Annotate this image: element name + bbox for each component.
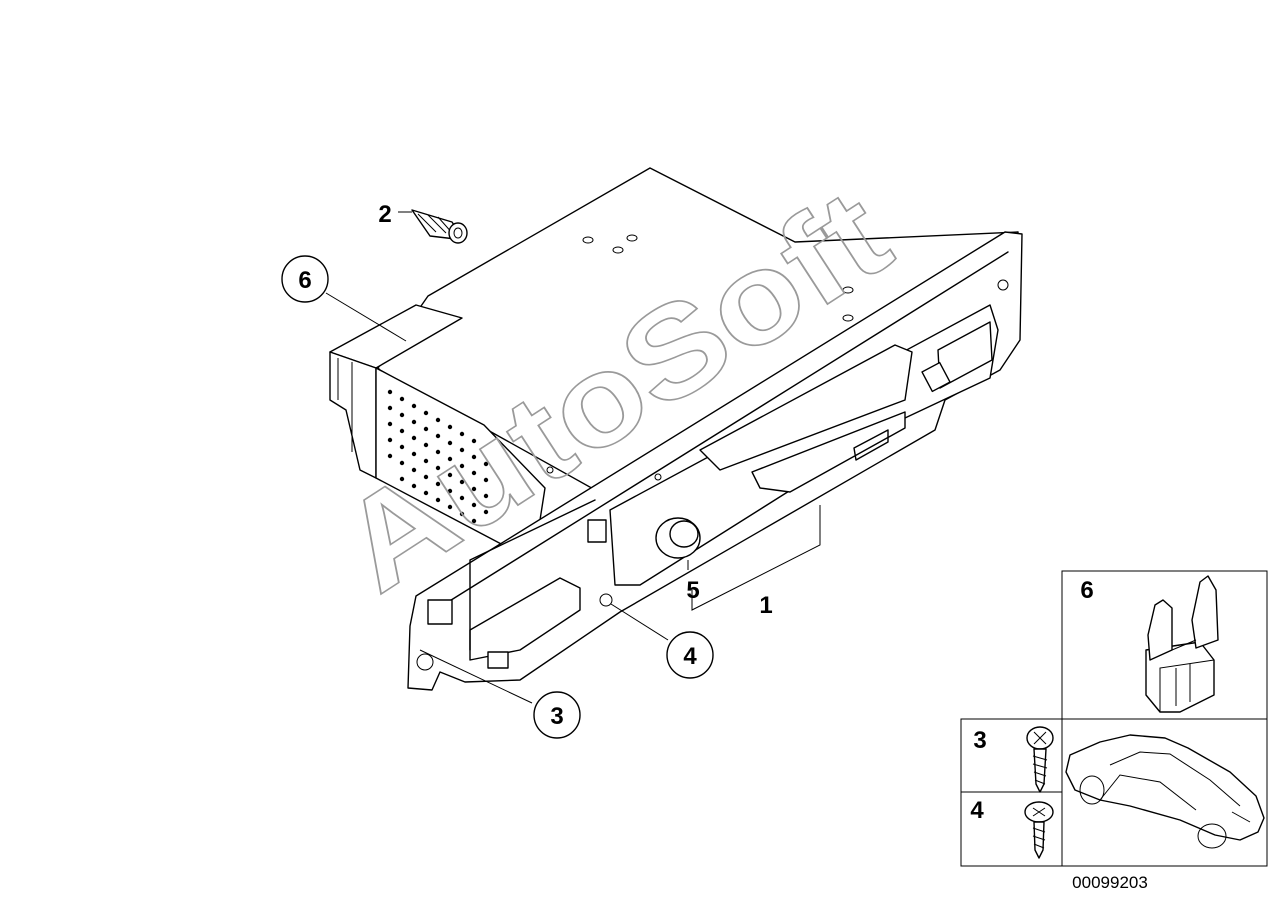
inset-panel: 6 3 4 [960, 570, 1268, 867]
callout-4: 4 [666, 631, 714, 679]
vent-holes [387, 389, 489, 524]
callout-5: 5 [686, 577, 699, 604]
callout-1: 1 [759, 592, 772, 619]
knob-cap-part-2-drawing [411, 209, 468, 244]
callout-2: 2 [378, 201, 391, 228]
screw-3-drawing [1026, 726, 1054, 793]
radio-unit-drawing [329, 167, 1023, 691]
callout-6-label: 6 [298, 267, 311, 294]
callout-1-label: 1 [759, 592, 772, 619]
screw-4-drawing [1024, 801, 1054, 859]
callout-5-label: 5 [686, 577, 699, 604]
fuse-drawing [1145, 575, 1219, 713]
leader-lines [325, 211, 821, 704]
callout-2-label: 2 [378, 201, 391, 228]
knob-5-drawing [655, 517, 701, 559]
car-drawing [1065, 734, 1265, 849]
inset-screw-4-label: 4 [970, 797, 984, 824]
inset-screw-3-label: 3 [973, 727, 986, 754]
callout-3: 3 [533, 691, 581, 739]
inset-fuse-label: 6 [1080, 577, 1093, 604]
callout-4-label: 4 [683, 643, 697, 670]
document-number: 00099203 [1072, 873, 1148, 892]
callout-6: 6 [281, 255, 329, 303]
callout-3-label: 3 [550, 703, 563, 730]
